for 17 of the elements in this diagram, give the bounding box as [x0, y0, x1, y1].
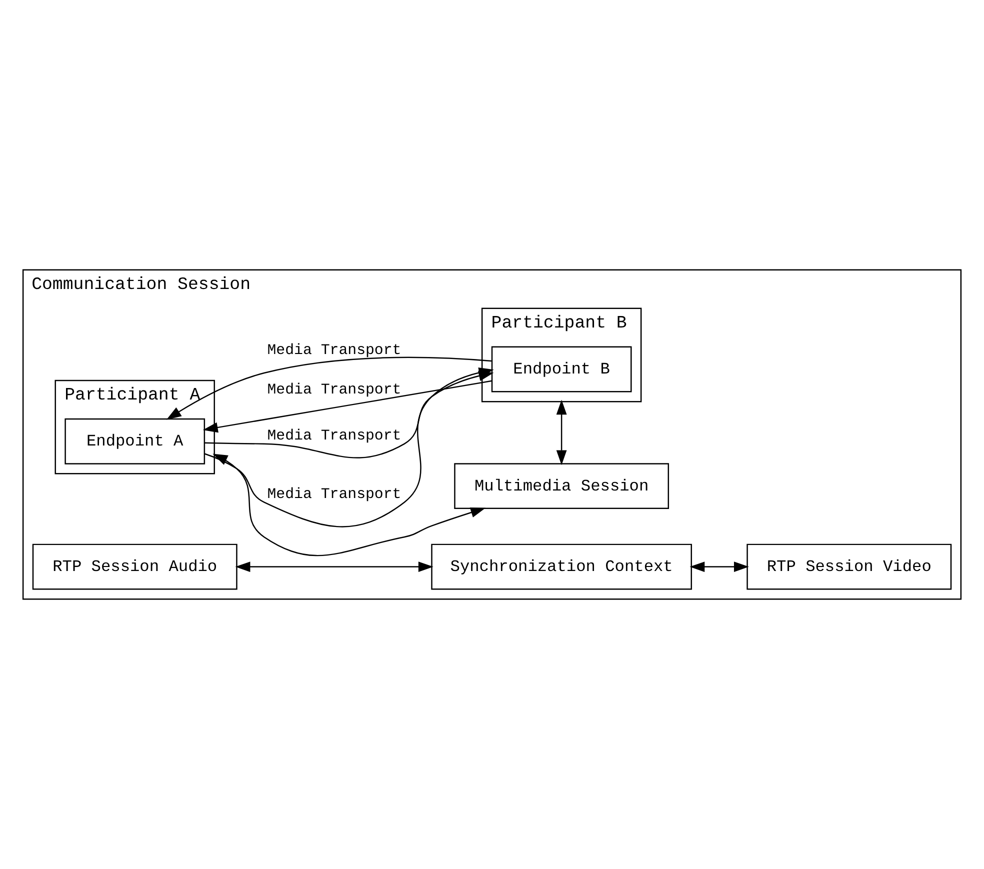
arrow	[690, 562, 749, 572]
node-box: RTP Session Video	[746, 544, 952, 590]
edge-label: Media Transport	[267, 486, 402, 503]
edge-label: Media Transport	[267, 428, 402, 445]
node-box: Endpoint B	[491, 346, 632, 392]
node-box: RTP Session Audio	[32, 544, 238, 590]
arrow	[166, 356, 492, 420]
arrow	[212, 454, 486, 556]
edge-label: Media Transport	[267, 382, 402, 399]
arrow	[204, 370, 494, 458]
arrow	[556, 400, 567, 466]
node-box: Multimedia Session	[454, 463, 670, 510]
arrow	[202, 380, 492, 433]
node-box: Synchronization Context	[431, 544, 692, 590]
arrow	[235, 562, 434, 572]
node-box: Endpoint A	[64, 418, 206, 464]
edge-label: Media Transport	[267, 342, 402, 359]
